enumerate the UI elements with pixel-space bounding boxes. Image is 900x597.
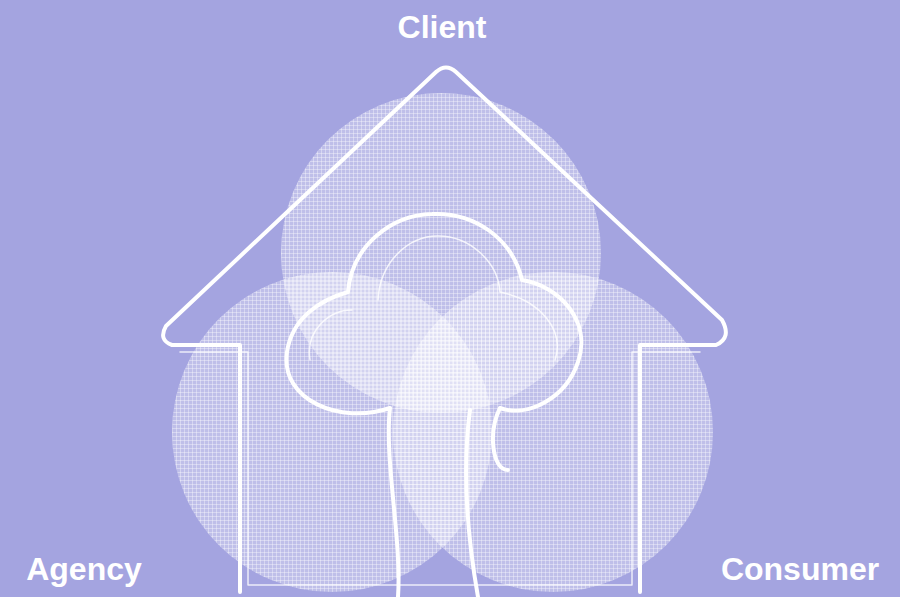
circle-label: Agency [26,552,142,587]
venn-circle: Consumer [393,272,713,592]
circle-shape [393,272,713,592]
house-outline [163,68,726,593]
circle-fill [393,272,713,592]
circle-label: Consumer [721,552,879,587]
circle-label: Client [398,10,487,45]
